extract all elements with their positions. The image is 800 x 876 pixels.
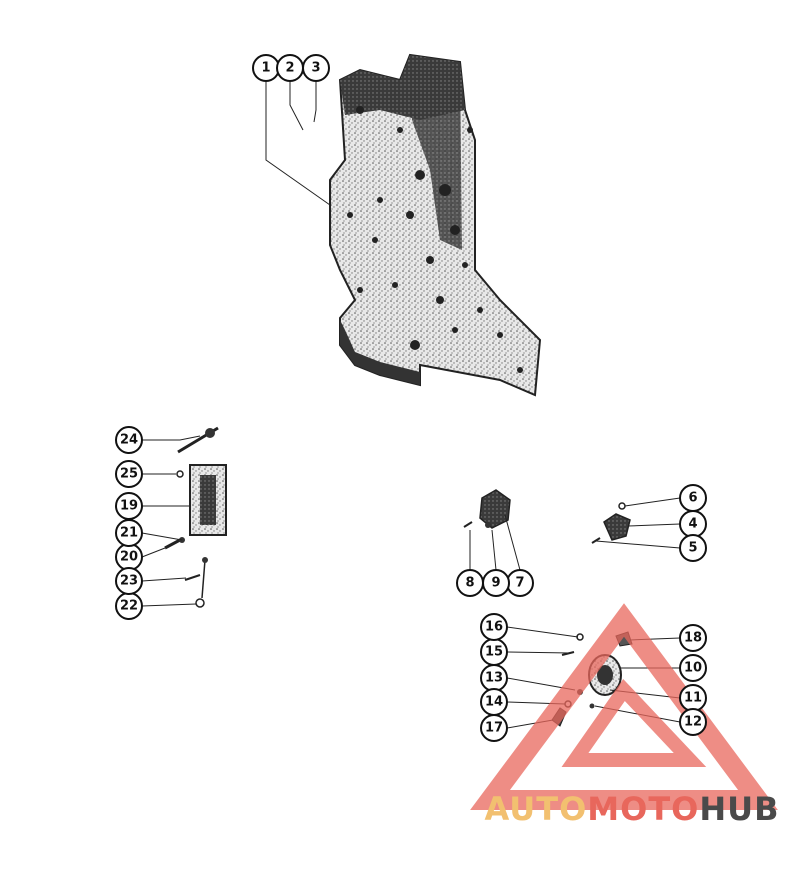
stator-bracket-assembly [164, 426, 227, 608]
callout-3: 3 [302, 54, 330, 82]
mount-block-assembly [463, 489, 511, 529]
callout-4-label: 4 [688, 517, 697, 532]
callout-2: 2 [276, 54, 304, 82]
callout-22: 22 [115, 592, 143, 620]
callout-16: 16 [480, 613, 508, 641]
callout-7: 7 [506, 569, 534, 597]
callout-18-label: 18 [684, 631, 702, 646]
callout-13-label: 13 [485, 671, 503, 686]
watermark-text-hub: HUB [699, 790, 779, 828]
callout-16-label: 16 [485, 620, 503, 635]
callout-2-label: 2 [285, 61, 294, 76]
callout-15-label: 15 [485, 645, 503, 660]
callout-15: 15 [480, 638, 508, 666]
callout-14: 14 [480, 688, 508, 716]
callout-23-label: 23 [120, 574, 138, 589]
callouts: 1 2 3 4 5 6 7 8 9 10 11 12 13 14 15 16 1… [115, 54, 707, 742]
watermark-brand-text: AUTOMOTOHUB [484, 790, 779, 828]
callout-20-label: 20 [120, 550, 138, 565]
callout-11: 11 [679, 684, 707, 712]
callout-13: 13 [480, 664, 508, 692]
callout-7-label: 7 [515, 576, 524, 591]
leader-lines [141, 82, 681, 729]
callout-5: 5 [679, 534, 707, 562]
callout-18: 18 [679, 624, 707, 652]
callout-10-label: 10 [684, 661, 702, 676]
callout-21-label: 21 [120, 526, 138, 541]
callout-1-label: 1 [261, 61, 270, 76]
callout-25-label: 25 [120, 467, 138, 482]
callout-17-label: 17 [485, 721, 503, 736]
callout-25: 25 [115, 460, 143, 488]
callout-9: 9 [482, 569, 510, 597]
callout-8: 8 [456, 569, 484, 597]
callout-1: 1 [252, 54, 280, 82]
callout-12-label: 12 [684, 715, 702, 730]
callout-5-label: 5 [688, 541, 697, 556]
callout-22-label: 22 [120, 599, 138, 614]
callout-24: 24 [115, 426, 143, 454]
callout-11-label: 11 [684, 691, 702, 706]
callout-19: 19 [115, 492, 143, 520]
callout-23: 23 [115, 567, 143, 595]
switch-assembly [591, 502, 631, 544]
callout-4: 4 [679, 510, 707, 538]
callout-12: 12 [679, 708, 707, 736]
callout-14-label: 14 [485, 695, 503, 710]
callout-3-label: 3 [311, 61, 320, 76]
callout-9-label: 9 [491, 576, 500, 591]
watermark-text-auto: AUTO [484, 790, 587, 828]
callout-10: 10 [679, 654, 707, 682]
callout-19-label: 19 [120, 499, 138, 514]
watermark-text-moto: MOTO [587, 790, 699, 828]
callout-8-label: 8 [465, 576, 474, 591]
valve-plate [329, 53, 542, 397]
callout-17: 17 [480, 714, 508, 742]
callout-6: 6 [679, 484, 707, 512]
callout-20: 20 [115, 543, 143, 571]
callout-24-label: 24 [120, 433, 138, 448]
callout-21: 21 [115, 519, 143, 547]
callout-6-label: 6 [688, 491, 697, 506]
